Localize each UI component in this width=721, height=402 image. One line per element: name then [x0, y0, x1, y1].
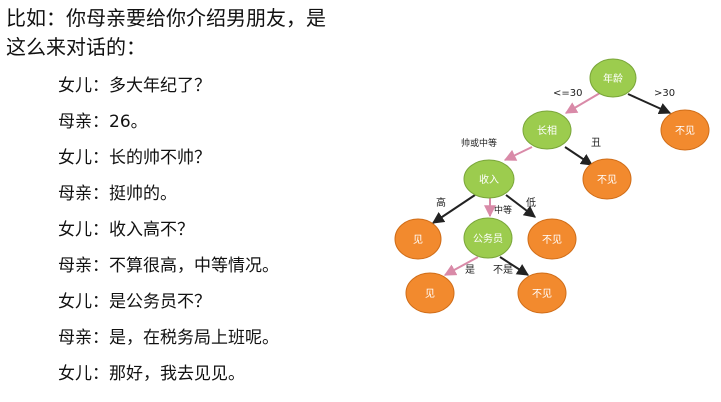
- node-label: 收入: [479, 173, 499, 186]
- edge-age-reject: [627, 93, 672, 115]
- utterance: 是公务员不？: [109, 292, 211, 312]
- speaker: 女儿: [58, 148, 92, 168]
- dialogue-line: 母亲：是，在税务局上班呢。: [58, 328, 279, 348]
- utterance: 不算很高，中等情况。: [109, 256, 279, 276]
- dialogue-line: 女儿：是公务员不？: [58, 292, 211, 312]
- edge-label: 帅或中等: [461, 137, 497, 149]
- node-label: 不见: [542, 234, 562, 246]
- utterance: 那好，我去见见。: [109, 364, 245, 384]
- speaker: 女儿: [58, 292, 92, 312]
- edge-income-high: [432, 194, 476, 224]
- edge-label: 高: [436, 196, 446, 209]
- dialogue-line: 女儿：收入高不？: [58, 220, 194, 240]
- edge-label: 不是: [493, 264, 513, 276]
- edge-income-low: [505, 194, 536, 218]
- node-label: 见: [425, 288, 435, 300]
- node-label: 年龄: [603, 72, 623, 85]
- edge-label: 低: [526, 196, 536, 209]
- dialogue-line: 女儿：长的帅不帅？: [58, 148, 211, 168]
- edge-label: 是: [465, 264, 475, 276]
- utterance: 26。: [109, 112, 148, 132]
- node-reject-civil: 不见: [517, 272, 567, 314]
- node-reject-low: 不见: [527, 218, 577, 260]
- speaker: 女儿: [58, 364, 92, 384]
- edge-civil-no: [499, 256, 530, 276]
- node-label: 不见: [532, 288, 552, 300]
- node-label: 不见: [675, 125, 695, 137]
- utterance: 是，在税务局上班呢。: [109, 328, 279, 348]
- node-age: 年龄: [589, 58, 637, 98]
- node-label: 长相: [537, 124, 557, 137]
- node-reject-looks: 不见: [582, 158, 632, 200]
- node-income: 收入: [463, 159, 515, 199]
- edge-label: <=30: [553, 88, 582, 99]
- speaker: 母亲: [58, 256, 92, 276]
- speaker: 女儿: [58, 220, 92, 240]
- node-meet-civil: 见: [405, 272, 455, 314]
- node-reject-age: 不见: [660, 109, 710, 151]
- dialogue-line: 女儿：多大年纪了？: [58, 76, 211, 96]
- node-looks: 长相: [522, 110, 572, 150]
- speaker: 母亲: [58, 112, 92, 132]
- edge-age-looks: [564, 92, 601, 114]
- dialogue-line: 母亲：26。: [58, 112, 148, 132]
- utterance: 多大年纪了？: [109, 76, 211, 96]
- utterance: 收入高不？: [109, 220, 194, 240]
- node-label: 不见: [597, 174, 617, 186]
- dialogue-line: 母亲：不算很高，中等情况。: [58, 256, 279, 276]
- edge-label: 中等: [494, 204, 512, 216]
- node-label: 见: [413, 234, 423, 246]
- edge-looks-income: [503, 146, 533, 161]
- utterance: 长的帅不帅？: [109, 148, 211, 168]
- dialogue-line: 女儿：那好，我去见见。: [58, 364, 245, 384]
- utterance: 挺帅的。: [109, 184, 177, 204]
- speaker: 女儿: [58, 76, 92, 96]
- edge-label: 丑: [591, 138, 601, 149]
- node-meet-high: 见: [394, 218, 442, 260]
- intro-text: 比如：你母亲要给你介绍男朋友，是这么来对话的：: [6, 6, 326, 59]
- node-civil: 公务员: [463, 217, 513, 259]
- node-label: 公务员: [473, 232, 503, 245]
- edge-label: >30: [654, 88, 675, 99]
- speaker: 母亲: [58, 184, 92, 204]
- speaker: 母亲: [58, 328, 92, 348]
- dialogue-line: 母亲：挺帅的。: [58, 184, 177, 204]
- edge-civil-yes: [443, 256, 479, 276]
- edge-looks-reject: [564, 146, 593, 166]
